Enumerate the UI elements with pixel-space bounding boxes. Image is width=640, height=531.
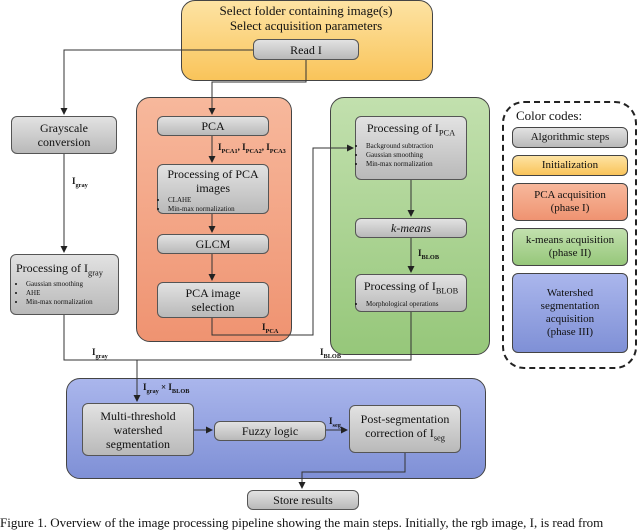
kmeans-step: k-means [355,218,467,238]
init-line-1: Select folder containing image(s) [219,3,393,18]
processing-ipca-title: Processing of I [366,121,439,135]
label-i-gray-1: Igray [72,176,88,189]
post-line-2: correction of I [365,426,434,441]
label-i-blob-2: IBLOB [320,347,342,360]
figure-caption: Figure 1. Overview of the image processi… [0,515,604,530]
processing-blob-title: Processing of I [363,279,436,293]
read-image-label: Read I [290,42,322,57]
line-gray-out [63,315,137,361]
init-text: Select folder containing image(s) Select… [181,3,431,33]
glcm-step: GLCM [157,234,269,254]
processing-ipca-sub: PCA [438,128,456,138]
read-image-step: Read I [253,39,359,60]
glcm-label: GLCM [195,237,231,251]
label-i-blob-1: IBLOB [418,248,440,261]
processing-pca-images-step: Processing of PCA images CLAHE Min-max n… [157,164,269,214]
bullet: Gaussian smoothing [366,151,433,160]
label-pca-outputs: IPCA1, IPCA2, IPCA3 [218,142,286,155]
processing-pca-line-2: images [196,181,230,195]
legend-watershed-acquisition: Watershed segmentation acquisition (phas… [512,273,628,353]
bullet: Min-max normalization [26,298,93,307]
pca-label: PCA [201,119,225,133]
arrow-read-to-pca [208,60,307,115]
kmeans-label: k-means [391,221,431,235]
bullet: Min-max normalization [168,205,235,214]
grayscale-conversion-step: Grayscale conversion [11,116,117,154]
legend-algorithmic-steps: Algorithmic steps [512,127,628,148]
multi-line-2: watershed [113,422,163,437]
multi-line-1: Multi-threshold [100,408,176,423]
processing-ipca-step: Processing of IPCA Background subtractio… [355,116,467,180]
label-i-seg: Iseg [329,416,341,429]
legend-kmeans-acquisition: k-means acquisition (phase II) [512,228,628,266]
processing-pca-line-1: Processing of PCA [167,167,259,181]
pca-step: PCA [157,116,269,136]
pca-selection-line-1: PCA image [185,286,241,300]
multi-line-3: segmentation [106,436,170,451]
post-line-1: Post-segmentation [360,412,450,427]
processing-gray-sub: gray [88,268,103,278]
label-i-gray-times-blob: Igray × IBLOB [143,382,190,395]
arrow-read-to-grayscale [60,49,253,115]
grayscale-line-1: Grayscale [40,121,88,135]
processing-blob-sub: BLOB [435,286,459,296]
bullet: AHE [26,289,93,298]
pca-image-selection-step: PCA image selection [157,282,269,318]
label-i-pca: IPCA [262,322,279,335]
legend-pca-acquisition: PCA acquisition (phase I) [512,183,628,221]
processing-gray-step: Processing of Igray Gaussian smoothing A… [10,254,119,315]
grayscale-line-2: conversion [37,135,91,149]
arrow-selection-to-ipca [211,144,354,336]
pca-selection-line-2: selection [191,300,235,314]
legend-container [502,101,637,369]
fuzzy-logic-step: Fuzzy logic [214,421,326,441]
post-line-2-sub: seg [433,433,445,443]
store-results-step: Store results [247,490,359,510]
processing-gray-title: Processing of I [16,261,88,275]
processing-gray-bullets: Gaussian smoothing AHE Min-max normaliza… [16,280,93,307]
legend-initialization: Initialization [512,155,628,176]
init-line-2: Select acquisition parameters [229,18,383,33]
bullet: Morphological operations [366,300,439,309]
store-label: Store results [273,493,333,507]
post-segmentation-step: Post-segmentation correction of Iseg [349,405,461,453]
arrow-post-to-store [298,453,406,489]
label-i-gray-2: Igray [92,347,108,360]
legend-title: Color codes: [516,108,583,123]
bullet: Gaussian smoothing [26,280,93,289]
fuzzy-label: Fuzzy logic [241,424,299,438]
line-blob-out [137,312,412,361]
processing-blob-bullets: Morphological operations [356,300,439,309]
bullet: Background subtraction [366,142,433,151]
bullet: CLAHE [168,196,235,205]
processing-blob-step: Processing of IBLOB Morphological operat… [355,274,467,312]
processing-ipca-bullets: Background subtraction Gaussian smoothin… [356,142,433,169]
processing-pca-bullets: CLAHE Min-max normalization [158,196,235,214]
bullet: Min-max normalization [366,160,433,169]
multi-threshold-watershed-step: Multi-threshold watershed segmentation [82,403,194,456]
